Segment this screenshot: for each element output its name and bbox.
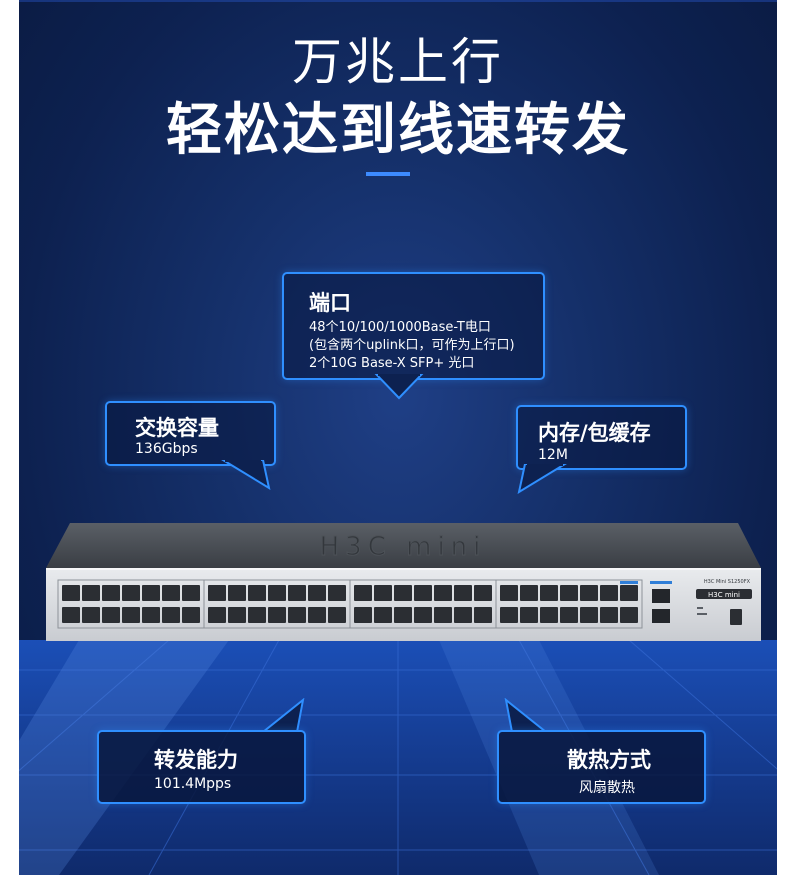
- cooling-tail: [504, 698, 548, 732]
- forwarding-value: 101.4Mpps: [154, 776, 232, 792]
- forwarding-title: 转发能力: [154, 748, 238, 772]
- console-port: [730, 609, 742, 625]
- ports-title: 端口: [309, 291, 351, 315]
- cooling-value: 风扇散热: [579, 780, 635, 796]
- ports-line-3: 2个10G Base-X SFP+ 光口: [309, 356, 475, 371]
- sfp-port-2: [652, 609, 670, 623]
- ports-callout: 端口 48个10/100/1000Base-T电口 (包含两个uplink口，可…: [282, 272, 545, 380]
- memory-value: 12M: [538, 447, 568, 463]
- switching-capacity-value: 136Gbps: [135, 441, 198, 457]
- product-poster: 万兆上行 轻松达到线速转发: [19, 0, 777, 875]
- heading-line2: 轻松达到线速转发: [166, 98, 630, 163]
- switching-capacity-title: 交换容量: [135, 416, 219, 440]
- top-logo-emboss: H3C mini: [320, 532, 487, 562]
- switching-capacity-tail: [221, 460, 271, 490]
- ports-callout-tail: [374, 374, 424, 400]
- accent-bar: [366, 172, 410, 176]
- ports-line-1: 48个10/100/1000Base-T电口: [309, 320, 491, 335]
- forwarding-callout: 转发能力 101.4Mpps: [97, 730, 306, 804]
- switching-capacity-callout: 交换容量 136Gbps: [105, 401, 276, 466]
- sfp-port-1: [652, 589, 670, 603]
- model-label: H3C Mini S1250FX: [704, 579, 751, 585]
- forwarding-tail: [261, 698, 305, 732]
- heading-line1: 万兆上行: [292, 33, 504, 91]
- top-divider: [19, 0, 777, 2]
- ports-line-2: (包含两个uplink口，可作为上行口): [309, 338, 515, 353]
- brand-badge-text: H3C mini: [708, 591, 740, 599]
- memory-tail: [517, 464, 567, 494]
- network-switch: H3C mini: [46, 523, 761, 641]
- cooling-callout: 散热方式 风扇散热: [497, 730, 706, 804]
- brand-badge: [696, 589, 752, 599]
- cooling-title: 散热方式: [567, 748, 651, 772]
- memory-callout: 内存/包缓存 12M: [516, 405, 687, 470]
- memory-title: 内存/包缓存: [538, 421, 651, 445]
